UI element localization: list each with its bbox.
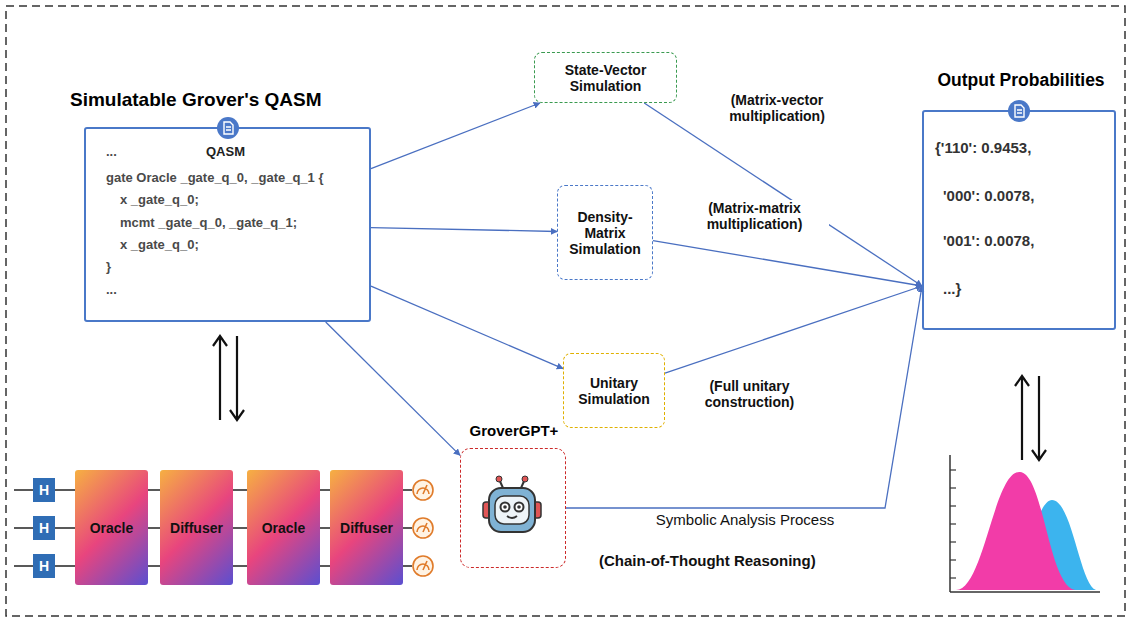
code-line: QASM <box>206 144 245 159</box>
code-line: ... <box>106 144 117 159</box>
code-line: } <box>106 259 111 274</box>
node-label: Density-Matrix Simulation <box>564 209 646 257</box>
distribution-chart <box>950 455 1100 592</box>
edge-label: (Full unitary construction) <box>680 378 819 410</box>
code-line: mcmt _gate_q_0, _gate_q_1; <box>120 215 297 230</box>
robot-icon <box>479 474 545 540</box>
node-label: Unitary Simulation <box>570 375 658 407</box>
heading: Output Probabilities <box>937 70 1104 91</box>
node-label: H <box>39 520 49 536</box>
edge-label: (Matrix-matrix multiplication) <box>680 200 829 232</box>
code-line: ... <box>106 282 117 297</box>
measurement-icons <box>413 480 433 576</box>
icon-page <box>224 122 233 134</box>
llm-box: GroverGPT+ <box>460 448 566 568</box>
document-icon <box>216 116 240 140</box>
diffuser-block: Diffuser <box>160 470 233 585</box>
qasm-code-box: Simulatable Grover's QASM...QASMgate Ora… <box>84 127 371 322</box>
node-label: State-Vector Simulation <box>541 62 670 94</box>
flow-arrow <box>371 286 563 368</box>
node-label: Oracle <box>262 520 306 536</box>
flow-arrow <box>665 286 922 373</box>
probability-line: '001': 0.0078, <box>943 232 1034 249</box>
icon-page <box>1015 105 1024 117</box>
flow-arrow <box>371 228 557 232</box>
flow-arrow <box>326 322 460 455</box>
flow-arrow <box>566 286 922 508</box>
flow-arrow <box>644 103 922 286</box>
flow-arrow <box>653 241 922 286</box>
outer-frame <box>6 6 1125 616</box>
node-label: Diffuser <box>170 520 223 536</box>
updown-arrows <box>213 336 1046 460</box>
simulator-box: Density-Matrix Simulation <box>557 185 653 280</box>
oracle-block: Oracle <box>247 470 320 585</box>
edge-label: Symbolic Analysis Process <box>612 511 878 528</box>
probability-line: '000': 0.0078, <box>943 187 1034 204</box>
hadamard-gate: H <box>33 554 55 578</box>
code-line: x _gate_q_0; <box>120 237 199 252</box>
oracle-block: Oracle <box>75 470 148 585</box>
code-line: x _gate_q_0; <box>120 192 199 207</box>
diffuser-block: Diffuser <box>330 470 403 585</box>
node-label: Oracle <box>90 520 134 536</box>
flow-arrow <box>371 103 540 169</box>
hadamard-gate: H <box>33 516 55 540</box>
edge-label: (Matrix-vector multiplication) <box>700 92 854 124</box>
simulator-box: Unitary Simulation <box>563 353 665 428</box>
probability-line: ...} <box>943 280 961 297</box>
probability-line: {'110': 0.9453, <box>935 139 1031 156</box>
node-label: H <box>39 558 49 574</box>
simulator-box: State-Vector Simulation <box>534 52 677 103</box>
icon-disc <box>217 117 239 139</box>
document-icon <box>1007 99 1031 123</box>
robot-parts <box>483 476 541 532</box>
node-label: H <box>39 482 49 498</box>
hadamard-gate: H <box>33 478 55 502</box>
output-box: Output Probabilities{'110': 0.9453,'000'… <box>922 110 1116 330</box>
code-line: gate Oracle _gate_q_0, _gate_q_1 { <box>106 170 324 185</box>
annotation: (Chain-of-Thought Reasoning) <box>597 552 818 569</box>
heading: Simulatable Grover's QASM <box>70 89 322 111</box>
node-label: Diffuser <box>340 520 393 536</box>
heading: GroverGPT+ <box>470 422 559 439</box>
icon-disc <box>1008 100 1030 122</box>
